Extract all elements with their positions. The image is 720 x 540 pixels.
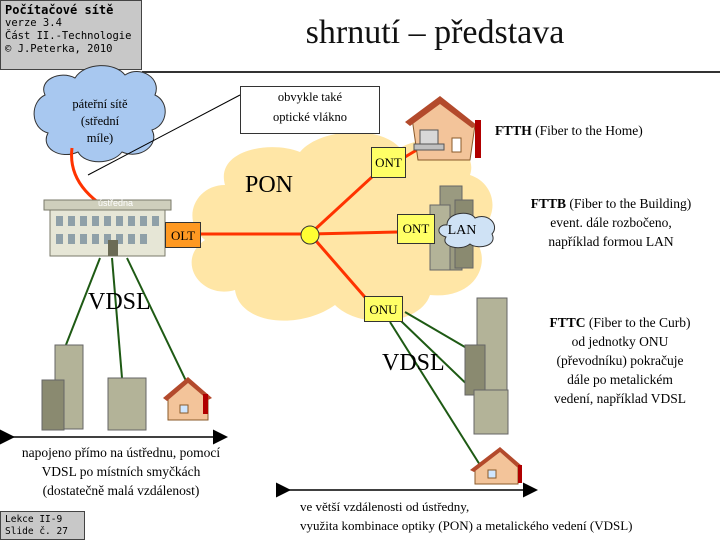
copper-onu-3	[389, 321, 481, 466]
onu-box: ONU	[364, 296, 403, 322]
slide-number: Slide č. 27	[5, 526, 68, 537]
backbone-cloud	[33, 65, 166, 163]
lan-cloud	[438, 212, 496, 249]
fttc-term: FTTC	[549, 315, 586, 330]
backbone-label-line1: páteřní sítě	[72, 97, 128, 111]
copper-left-3	[126, 257, 189, 386]
home-fttc	[470, 447, 522, 485]
note-line2: optické vlákno	[273, 110, 347, 124]
backbone-label-line3: míle)	[86, 131, 114, 145]
fttc-expansion: (Fiber to the Curb)	[585, 315, 691, 330]
left-caption-line3: (dostatečně malá vzdálenost)	[42, 483, 200, 498]
ftth-term: FTTH	[495, 123, 532, 138]
ftth-expansion: (Fiber to the Home)	[531, 123, 643, 138]
lesson-number: Lekce II-9	[5, 514, 63, 525]
fttc-line2: od jednotky ONU	[571, 334, 669, 349]
bottom-caption: ve větší vzdálenosti od ústředny, využit…	[300, 497, 710, 535]
fttb-expansion: (Fiber to the Building)	[566, 196, 692, 211]
backbone-cloud-label: páteřní sítě (střední míle)	[45, 96, 155, 147]
fttb-line2: event. dále rozbočeno,	[550, 215, 672, 230]
buildings-fttc	[464, 297, 509, 435]
lesson-info-box: Lekce II-9 Slide č. 27	[0, 511, 85, 540]
home-left	[163, 377, 212, 421]
copper-left-2	[111, 257, 123, 379]
fttc-line4: dále po metalickém	[567, 372, 673, 387]
home-ftth	[405, 96, 481, 161]
copper-onu-1	[404, 311, 471, 351]
ont-box-building: ONT	[397, 214, 435, 244]
vdsl-right-label: VDSL	[382, 350, 445, 376]
title-divider	[142, 71, 720, 73]
left-caption-line2: VDSL po místních smyčkách	[41, 464, 201, 479]
fiber-splitter-ont2	[309, 230, 399, 236]
bottom-caption-line1: ve větší vzdálenosti od ústředny,	[300, 499, 470, 514]
fttc-desc: FTTC (Fiber to the Curb) od jednotky ONU…	[520, 313, 720, 408]
course-title: Počítačové sítě	[5, 3, 114, 17]
course-info-box: Počítačové sítě verze 3.4 Část II.-Techn…	[0, 0, 142, 70]
left-caption: napojeno přímo na ústřednu, pomocí VDSL …	[2, 443, 240, 500]
olt-box: OLT	[165, 222, 201, 248]
course-copyright: © J.Peterka, 2010	[5, 43, 113, 55]
buildings-left	[41, 344, 147, 431]
ftth-desc: FTTH (Fiber to the Home)	[495, 121, 720, 140]
exchange-label: ústředna	[98, 198, 134, 208]
lan-label: LAN	[447, 223, 477, 238]
fttb-term: FTTB	[530, 196, 566, 211]
backbone-label-line2: (střední	[80, 114, 120, 128]
fiber-splitter-onu	[308, 233, 372, 304]
left-caption-line1: napojeno přímo na ústřednu, pomocí	[21, 445, 221, 460]
splitter-node	[300, 225, 320, 245]
note-line1: obvykle také	[277, 90, 343, 104]
bottom-caption-line2: využita kombinace optiky (PON) a metalic…	[300, 518, 633, 533]
course-part: Část II.-Technologie	[5, 30, 132, 42]
course-version: verze 3.4	[5, 17, 62, 29]
fttc-line3: (převodníku) pokračuje	[556, 353, 684, 368]
ont-box-home: ONT	[371, 147, 406, 178]
note-pointer	[87, 94, 241, 176]
exchange-building	[43, 199, 172, 257]
fttb-line3: například formou LAN	[548, 234, 674, 249]
copper-left-1	[61, 257, 101, 356]
fttb-desc: FTTB (Fiber to the Building) event. dále…	[505, 194, 717, 251]
pon-label: PON	[245, 172, 294, 198]
fttc-line5: vedení, například VDSL	[553, 391, 687, 406]
pon-cloud	[191, 132, 493, 322]
fiber-note: obvykle také optické vlákno	[240, 86, 380, 134]
vdsl-left-label: VDSL	[88, 289, 151, 315]
slide-title: shrnutí – představa	[305, 14, 565, 51]
